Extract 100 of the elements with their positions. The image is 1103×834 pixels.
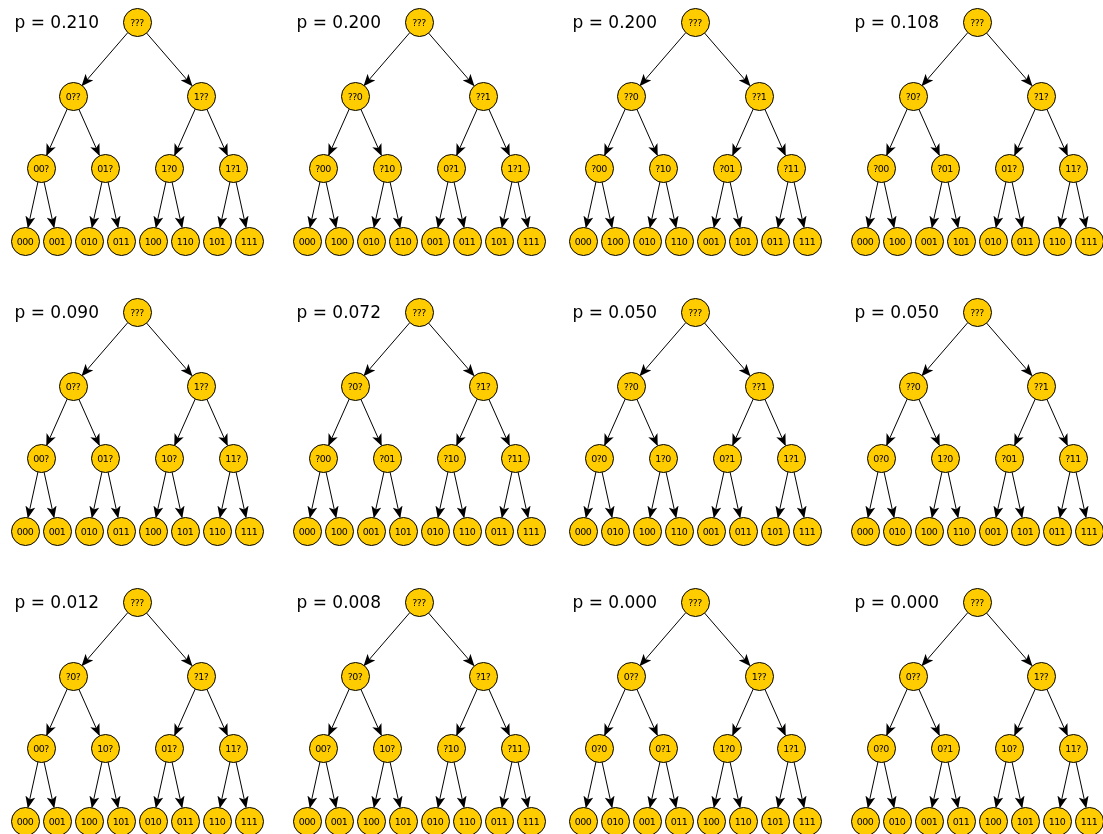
arrow xyxy=(217,471,231,519)
arrow xyxy=(371,181,385,229)
arrow xyxy=(307,761,321,809)
probability-label: p = 0.050 xyxy=(854,302,939,322)
arrow xyxy=(703,32,751,87)
arrow xyxy=(78,108,100,157)
tree-node: 100 xyxy=(138,226,168,256)
arrow xyxy=(453,181,467,229)
tree-node: 10? xyxy=(994,733,1024,763)
tree-node: ?01 xyxy=(712,153,742,183)
tree-node: 110 xyxy=(1042,226,1072,256)
tree-node: 101 xyxy=(202,226,232,256)
tree-node: ?01 xyxy=(372,443,402,473)
probability-label: p = 0.000 xyxy=(572,592,657,612)
arrow xyxy=(604,688,626,737)
tree-node: 011 xyxy=(106,516,136,546)
tree-node: 101 xyxy=(388,806,418,834)
arrow xyxy=(636,398,658,447)
tree-node: 100 xyxy=(978,806,1008,834)
arrow xyxy=(427,32,475,87)
arrow xyxy=(1014,688,1036,737)
tree-node: 000 xyxy=(10,226,40,256)
arrow xyxy=(729,471,743,519)
arrow xyxy=(25,761,39,809)
tree-node: 00? xyxy=(26,443,56,473)
tree-node: 101 xyxy=(170,516,200,546)
probability-label: p = 0.012 xyxy=(14,592,99,612)
arrow xyxy=(639,32,687,87)
tree-node: 110 xyxy=(946,516,976,546)
arrow xyxy=(793,761,807,809)
tree-node: 1?1 xyxy=(218,153,248,183)
tree-node: ??0 xyxy=(340,81,370,111)
arrow xyxy=(307,181,321,229)
tree-node: ?1? xyxy=(468,661,498,691)
tree-node: 111 xyxy=(1074,806,1103,834)
tree-node: 000 xyxy=(10,516,40,546)
tree-node: ??? xyxy=(962,587,992,617)
arrow xyxy=(918,688,940,737)
tree-node: 01? xyxy=(154,733,184,763)
tree-node: ??? xyxy=(122,297,152,327)
tree-node: 110 xyxy=(664,226,694,256)
arrow xyxy=(46,398,68,447)
probability-label: p = 0.200 xyxy=(572,12,657,32)
arrow xyxy=(453,761,467,809)
tree-node: 0?0 xyxy=(866,733,896,763)
arrow xyxy=(43,181,57,229)
tree-node: 010 xyxy=(138,806,168,834)
arrow xyxy=(307,471,321,519)
tree-node: 011 xyxy=(484,516,514,546)
arrow xyxy=(732,108,754,157)
tree-node: 0?? xyxy=(58,81,88,111)
tree-node: 001 xyxy=(914,806,944,834)
tree-node: 0?1 xyxy=(436,153,466,183)
arrow xyxy=(918,398,940,447)
arrow xyxy=(81,612,129,667)
tree-node: 11? xyxy=(1058,733,1088,763)
tree-node: ??1 xyxy=(468,81,498,111)
arrow xyxy=(435,181,449,229)
tree-node: ?1? xyxy=(1026,81,1056,111)
tree-node: 001 xyxy=(356,516,386,546)
arrow xyxy=(775,471,789,519)
tree-node: ?0? xyxy=(340,661,370,691)
tree-node: ?1? xyxy=(468,371,498,401)
arrow xyxy=(153,471,167,519)
tree-node: ?01 xyxy=(994,443,1024,473)
tree-node: 001 xyxy=(632,806,662,834)
arrow xyxy=(883,181,897,229)
arrow xyxy=(517,471,531,519)
tree-node: 001 xyxy=(914,226,944,256)
arrow xyxy=(499,471,513,519)
arrow xyxy=(929,471,943,519)
tree-node: 100 xyxy=(138,516,168,546)
arrow xyxy=(1011,471,1025,519)
arrow xyxy=(328,688,350,737)
tree-node: 100 xyxy=(74,806,104,834)
arrow xyxy=(389,181,403,229)
arrow xyxy=(171,761,185,809)
arrow xyxy=(947,761,961,809)
arrow xyxy=(235,181,249,229)
tree-node: 000 xyxy=(292,806,322,834)
arrow xyxy=(764,688,786,737)
arrow xyxy=(886,108,908,157)
tree-node: ??? xyxy=(962,7,992,37)
arrow xyxy=(206,398,228,447)
tree-node: 0?1 xyxy=(648,733,678,763)
arrow xyxy=(647,761,661,809)
tree-node: 000 xyxy=(568,516,598,546)
tree-node: 11? xyxy=(1058,153,1088,183)
tree-node: 011 xyxy=(946,806,976,834)
arrow xyxy=(325,761,339,809)
arrow xyxy=(1057,181,1071,229)
arrow xyxy=(488,688,510,737)
tree-node: 11? xyxy=(218,733,248,763)
arrow xyxy=(427,612,475,667)
tree-node: ?11 xyxy=(500,443,530,473)
arrow xyxy=(145,322,193,377)
tree-node: 110 xyxy=(170,226,200,256)
arrow xyxy=(217,761,231,809)
arrow xyxy=(456,688,478,737)
arrow xyxy=(993,181,1007,229)
